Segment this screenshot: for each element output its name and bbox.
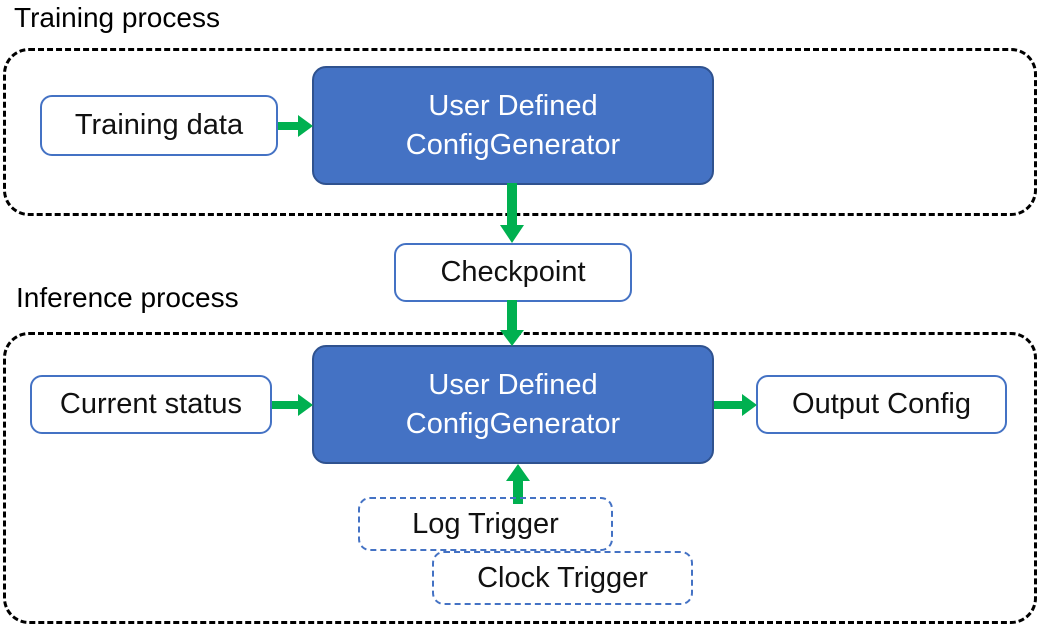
training-generator-line-1: User Defined	[428, 90, 598, 123]
training-process-container	[3, 48, 1037, 216]
inference-config-generator-node[interactable]: User Defined ConfigGenerator	[312, 345, 714, 464]
training-process-title: Training process	[14, 2, 220, 33]
output-config-node[interactable]: Output Config	[756, 375, 1007, 434]
inference-generator-line-1: User Defined	[428, 369, 598, 402]
training-config-generator-node[interactable]: User Defined ConfigGenerator	[312, 66, 714, 185]
arrow-checkpoint-to-inference-generator-icon	[497, 300, 527, 348]
arrow-training-generator-to-checkpoint-icon	[497, 183, 527, 245]
current-status-node[interactable]: Current status	[30, 375, 272, 434]
arrow-training-data-to-generator-icon	[278, 111, 314, 141]
training-data-node[interactable]: Training data	[40, 95, 278, 156]
training-generator-line-2: ConfigGenerator	[405, 128, 621, 161]
clock-trigger-node[interactable]: Clock Trigger	[432, 551, 693, 605]
checkpoint-node[interactable]: Checkpoint	[394, 243, 632, 302]
arrow-generator-to-output-config-icon	[714, 390, 758, 420]
inference-process-title: Inference process	[16, 282, 239, 313]
log-trigger-node[interactable]: Log Trigger	[358, 497, 613, 551]
inference-generator-line-2: ConfigGenerator	[405, 407, 621, 440]
arrow-triggers-to-generator-icon	[503, 464, 533, 504]
arrow-current-status-to-generator-icon	[272, 390, 314, 420]
